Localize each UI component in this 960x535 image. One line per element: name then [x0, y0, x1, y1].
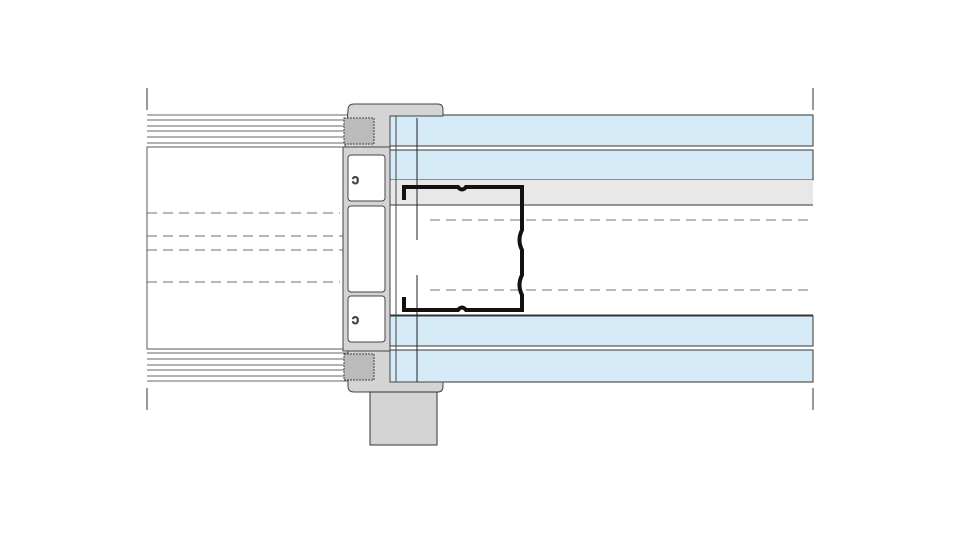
cladding-panels [389, 114, 814, 383]
glazing-unit [146, 114, 350, 382]
support-block [369, 391, 438, 446]
extent-ticks [146, 88, 814, 410]
hidden-lines [147, 212, 813, 291]
steel-c-channel [402, 185, 524, 312]
aluminium-frame: ↄ ↄ [342, 103, 444, 393]
clip-slot-icon: ↄ [352, 311, 359, 327]
clip-slot-icon: ↄ [352, 171, 359, 187]
